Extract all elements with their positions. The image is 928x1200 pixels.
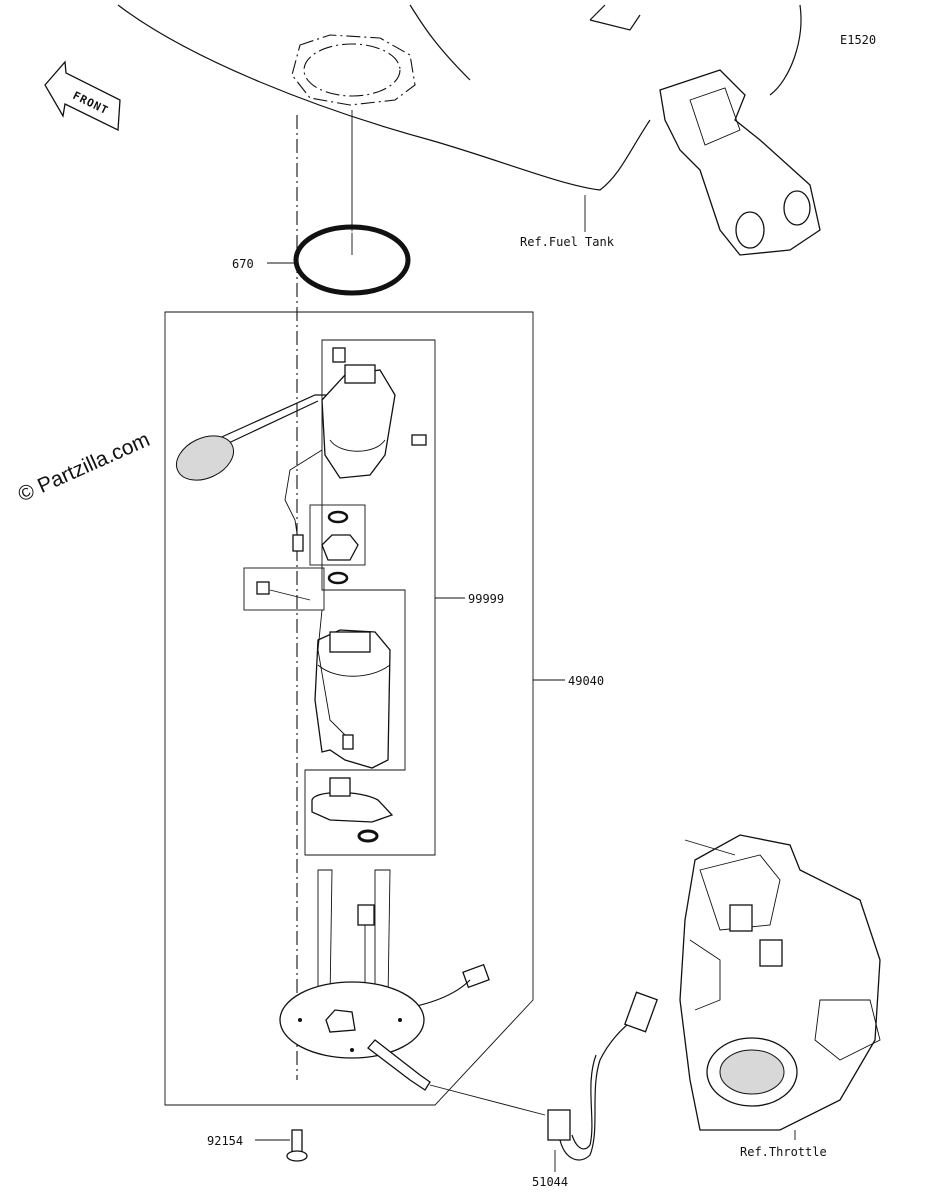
part-label-92154: 92154 bbox=[207, 1134, 243, 1148]
diagram-code: E1520 bbox=[840, 33, 876, 47]
part-label-670: 670 bbox=[232, 257, 254, 271]
pump-flange bbox=[279, 981, 431, 1091]
ref-fuel-tank-label: Ref.Fuel Tank bbox=[520, 235, 615, 249]
bolt-92154 bbox=[286, 1129, 308, 1162]
assembly-frame-49040 bbox=[164, 311, 534, 1106]
tank-bracket bbox=[659, 69, 821, 256]
front-arrow: FRONT bbox=[44, 60, 121, 132]
ref-throttle-label: Ref.Throttle bbox=[740, 1145, 827, 1159]
tank-gasket bbox=[291, 34, 416, 106]
fuel-tank-outline bbox=[117, 4, 802, 191]
fuel-pump-body bbox=[314, 609, 391, 769]
part-label-51044: 51044 bbox=[532, 1175, 568, 1189]
o-ring-670 bbox=[293, 224, 411, 296]
part-label-99999: 99999 bbox=[468, 592, 504, 606]
watermark: © Partzilla.com bbox=[15, 428, 154, 507]
throttle-body bbox=[679, 834, 881, 1131]
fuel-hose-51044 bbox=[429, 991, 658, 1161]
part-label-49040: 49040 bbox=[568, 674, 604, 688]
fuel-level-sender bbox=[176, 347, 427, 552]
assembly-frame-99999 bbox=[304, 339, 436, 856]
fuel-filter bbox=[311, 777, 394, 843]
pump-seals bbox=[243, 504, 366, 611]
